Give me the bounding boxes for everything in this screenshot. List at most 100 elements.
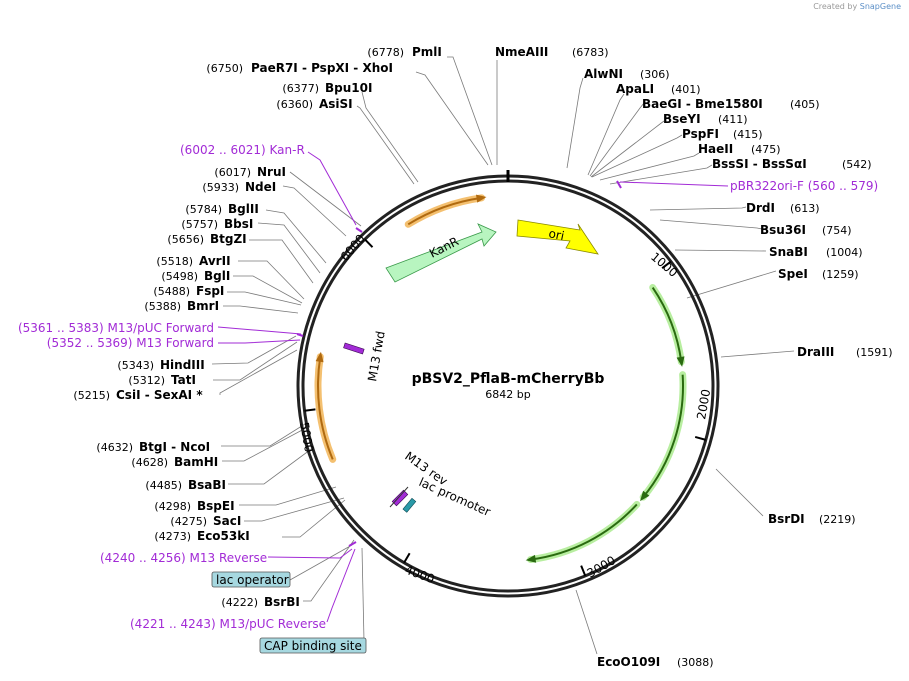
enzyme-site[interactable]: (5656)BtgZI (167, 232, 246, 246)
enzyme-site[interactable]: DraIII(1591) (797, 345, 893, 359)
enzyme-name: NruI (257, 165, 286, 179)
enzyme-name: CsiI - SexAI * (116, 388, 203, 402)
lac-operator-box[interactable]: lac operator (211, 571, 291, 588)
kanr-feature[interactable]: KanR (385, 223, 497, 283)
enzyme-position: (6750) (206, 62, 243, 75)
enzyme-position: (4275) (170, 515, 207, 528)
enzyme-name: BsrDI (768, 512, 805, 526)
ori-label: ori (547, 226, 565, 243)
enzyme-position: (5757) (181, 218, 218, 231)
tick-label: 6000 (338, 232, 368, 264)
site-labels: (6778)PmlI NmeAIII(6783) (6750) PaeR7I - Ps… (18, 45, 893, 669)
enzyme-name: PmlI (412, 45, 442, 59)
enzyme-site[interactable]: Bsu36I(754) (760, 223, 852, 237)
enzyme-site[interactable]: (5784)BglII (185, 202, 258, 216)
enzyme-site[interactable]: ApaLI(401) (616, 82, 701, 96)
enzyme-name: BseYI (663, 112, 701, 126)
ori-arrow (516, 219, 599, 255)
enzyme-name: BtgI - NcoI (139, 440, 210, 454)
tick-mark (364, 238, 374, 248)
enzyme-site[interactable]: AlwNI(306) (584, 67, 670, 81)
enzyme-name: PaeR7I - PspXI - XhoI (251, 61, 393, 75)
enzyme-site[interactable]: HaeII (475) (698, 142, 781, 156)
enzyme-site[interactable]: (6377)Bpu10I (282, 81, 372, 95)
enzyme-site[interactable]: (4485) BsaBI (145, 478, 226, 492)
enzyme-site[interactable]: (5757) BbsI (181, 217, 253, 231)
enzyme-site[interactable]: BseYI(411) (663, 112, 748, 126)
enzyme-name: SnaBI (769, 245, 808, 259)
enzyme-position: (6360) (276, 98, 313, 111)
enzyme-name: NmeAIII (495, 45, 548, 59)
enzyme-position: (475) (751, 143, 781, 156)
primer-site[interactable]: (5352 .. 5369) M13 Forward (47, 336, 214, 350)
enzyme-site[interactable]: (4298)BspEI (154, 499, 234, 513)
enzyme-position: (4273) (154, 530, 191, 543)
primer-site[interactable]: (5361 .. 5383) M13/pUC Forward (18, 321, 214, 335)
enzyme-position: (5933) (202, 181, 239, 194)
enzyme-site[interactable]: (6750) PaeR7I - PspXI - XhoI (206, 61, 393, 75)
lac-promoter-marker (402, 497, 417, 513)
arc-line (642, 374, 684, 498)
arc-line (407, 196, 482, 226)
enzyme-site[interactable]: PspFI(415) (682, 127, 763, 141)
primer-site[interactable]: (6002 .. 6021) Kan-R (180, 143, 305, 157)
enzyme-position: (405) (790, 98, 820, 111)
enzyme-site[interactable]: (4273) Eco53kI (154, 529, 249, 543)
enzyme-name: AvrII (199, 254, 231, 268)
enzyme-site[interactable]: (6017)NruI (214, 165, 286, 179)
enzyme-name: Eco53kI (197, 529, 250, 543)
ori-feature[interactable]: ori (516, 219, 599, 255)
enzyme-name: HindIII (160, 358, 205, 372)
primer-label: (4221 .. 4243) M13/pUC Reverse (130, 617, 326, 631)
cap-binding-site-box[interactable]: CAP binding site (259, 637, 367, 654)
enzyme-site[interactable]: (5388)BmrI (144, 299, 219, 313)
enzyme-position: (4222) (221, 596, 258, 609)
m13-fwd-feature[interactable]: M13 fwd (343, 330, 388, 383)
arc-arrowhead (525, 554, 537, 563)
enzyme-site[interactable]: (4628)BamHI (131, 455, 218, 469)
enzyme-position: (5518) (156, 255, 193, 268)
snapgene-brand: SnapGene (859, 2, 901, 11)
primer-site[interactable]: pBR322ori-F (560 .. 579) (730, 179, 878, 193)
enzyme-position: (754) (822, 224, 852, 237)
enzyme-site[interactable]: DrdI(613) (746, 201, 820, 215)
tick-mark (694, 436, 707, 441)
enzyme-name: HaeII (698, 142, 733, 156)
enzyme-name: BsaBI (188, 478, 226, 492)
enzyme-position: (5388) (144, 300, 181, 313)
enzyme-position: (4485) (145, 479, 182, 492)
enzyme-site[interactable]: SnaBI (1004) (769, 245, 863, 259)
enzyme-site[interactable]: (5343)HindIII (117, 358, 204, 372)
lac-region-features[interactable]: M13 rev lac promoter (389, 449, 493, 519)
enzyme-site[interactable]: EcoO109I(3088) (597, 655, 714, 669)
feature-box-label: lac operator (216, 573, 289, 587)
enzyme-site[interactable]: SpeI(1259) (778, 267, 859, 281)
enzyme-position: (4632) (96, 441, 133, 454)
enzyme-site[interactable]: NmeAIII(6783) (495, 45, 609, 59)
primer-site[interactable]: (4240 .. 4256) M13 Reverse (100, 551, 267, 565)
arc-glow (649, 284, 685, 366)
enzyme-site[interactable]: (5518) AvrII (156, 254, 230, 268)
enzyme-site[interactable]: BsrDI(2219) (768, 512, 856, 526)
enzyme-name: BtgZI (210, 232, 247, 246)
enzyme-site[interactable]: (6778)PmlI (367, 45, 441, 59)
tick-label: 4000 (403, 563, 436, 587)
enzyme-position: (5498) (161, 270, 198, 283)
primer-site[interactable]: (4221 .. 4243) M13/pUC Reverse (130, 617, 326, 631)
enzyme-position: (306) (640, 68, 670, 81)
enzyme-site[interactable]: (5498)BglI (161, 269, 230, 283)
enzyme-site[interactable]: (5312)TatI (128, 373, 196, 387)
enzyme-site[interactable]: BaeGI - Bme1580I(405) (642, 97, 820, 111)
enzyme-site[interactable]: (5215)CsiI - SexAI * (73, 388, 203, 402)
enzyme-name: BbsI (224, 217, 253, 231)
enzyme-site[interactable]: (4222)BsrBI (221, 595, 299, 609)
enzyme-site[interactable]: (4275)SacI (170, 514, 241, 528)
enzyme-site[interactable]: (5933)NdeI (202, 180, 276, 194)
enzyme-site[interactable]: (5488)FspI (153, 284, 224, 298)
enzyme-site[interactable]: (4632) BtgI - NcoI (96, 440, 210, 454)
primer-label: pBR322ori-F (560 .. 579) (730, 179, 878, 193)
arc-glow (314, 353, 337, 463)
enzyme-position: (1004) (826, 246, 863, 259)
enzyme-site[interactable]: BssSI - BssSαI(542) (712, 157, 872, 171)
enzyme-site[interactable]: (6360)AsiSI (276, 97, 352, 111)
